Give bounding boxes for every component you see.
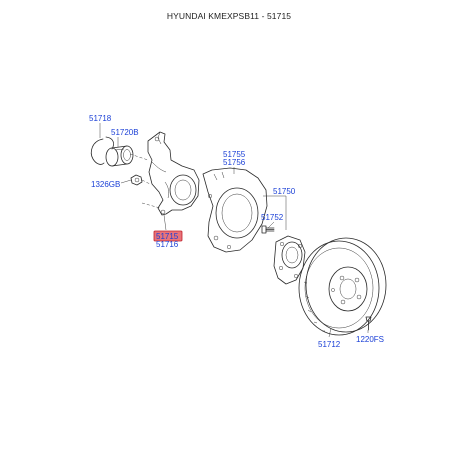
dust-cover <box>202 167 268 253</box>
label-51715[interactable]: 51715 <box>156 232 179 241</box>
label-51750[interactable]: 51750 <box>273 187 296 196</box>
disc-screw <box>365 316 372 331</box>
label-51752[interactable]: 51752 <box>261 213 284 222</box>
label-1220fs[interactable]: 1220FS <box>356 335 384 344</box>
page-title: HYUNDAI KMEXPSB11 - 51715 <box>166 11 292 21</box>
selected-part-highlight <box>153 230 183 242</box>
steering-knuckle <box>147 131 200 216</box>
hub-bolt <box>261 225 275 234</box>
label-51755[interactable]: 51755 <box>223 150 246 159</box>
label-51712[interactable]: 51712 <box>318 340 341 349</box>
label-51716[interactable]: 51716 <box>156 240 179 249</box>
label-51720b[interactable]: 51720B <box>111 128 139 137</box>
hex-nut <box>130 174 143 186</box>
leader-lines <box>99 123 369 338</box>
snap-ring <box>90 136 114 165</box>
label-51756[interactable]: 51756 <box>223 158 246 167</box>
label-1326gb[interactable]: 1326GB <box>91 180 120 189</box>
label-51718[interactable]: 51718 <box>89 114 112 123</box>
wheel-hub <box>273 235 306 285</box>
brake-disc <box>298 237 387 336</box>
wheel-bearing <box>105 145 134 167</box>
